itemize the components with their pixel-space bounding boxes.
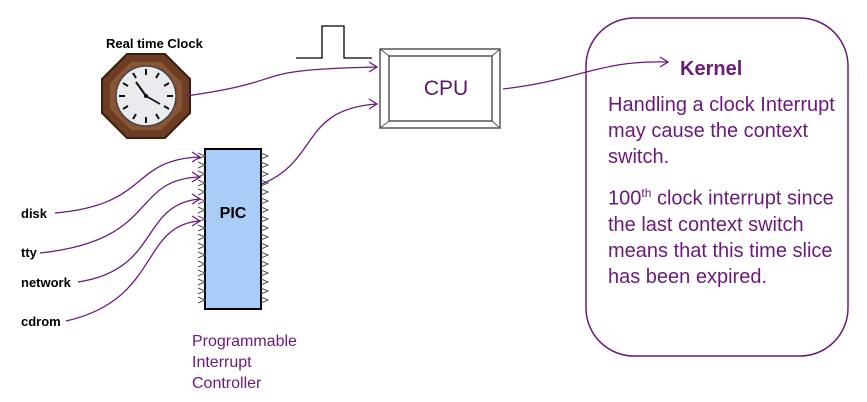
pic-pin (197, 260, 207, 268)
pic-pin (197, 251, 207, 259)
pic-pin (260, 215, 270, 223)
pic-caption-line-2: Interrupt (192, 354, 252, 371)
pic-label: PIC (219, 205, 247, 222)
arrowhead-kernel (659, 56, 670, 68)
clock-icon (101, 53, 191, 139)
disk-to-pic-line (54, 156, 200, 214)
pic-pin (260, 206, 270, 214)
arrowhead-pic-network (191, 193, 202, 205)
pic-pin (197, 170, 207, 178)
pic-pin (260, 152, 270, 160)
arrowhead-pic-disk (191, 151, 202, 163)
tty-to-pic-line (39, 176, 200, 254)
device-label-cdrom: cdrom (21, 314, 61, 329)
pic-pin (260, 287, 270, 295)
pic-pin (197, 287, 207, 295)
pic-pin (260, 242, 270, 250)
pic-pin (197, 233, 207, 241)
pic-pin (260, 251, 270, 259)
cpu-box (379, 48, 501, 129)
kernel-paragraph-2-prefix: 100 (608, 187, 642, 210)
pic-pin (197, 161, 207, 169)
pic-pin (197, 206, 207, 214)
pic-pin (260, 161, 270, 169)
cpu-label: CPU (423, 77, 469, 100)
pic-pin (197, 152, 207, 160)
pic-pin (197, 278, 207, 286)
pic-pin (260, 188, 270, 196)
pic-pin (260, 233, 270, 241)
arrowhead-cpu-clock (368, 61, 379, 73)
pic-pin (260, 224, 270, 232)
pic-pin (260, 197, 270, 205)
pic-pin (260, 296, 270, 304)
cpu-to-kernel-line (502, 61, 668, 90)
pic-pin (260, 269, 270, 277)
pic-caption: Programmable Interrupt Controller (192, 331, 352, 394)
pic-box (197, 148, 270, 310)
kernel-paragraph-2: 100th clock interrupt since the last con… (608, 180, 848, 290)
pic-pin (260, 278, 270, 286)
device-label-disk: disk (21, 206, 48, 221)
pic-pin (260, 179, 270, 187)
clock-to-cpu-line (185, 66, 377, 97)
pic-to-cpu-line (261, 103, 377, 185)
pic-pin (197, 269, 207, 277)
pic-pin (197, 224, 207, 232)
cdrom-to-pic-line (65, 220, 200, 322)
clock-pulse (296, 25, 372, 59)
kernel-title: Kernel (680, 58, 743, 80)
pic-caption-line-1: Programmable (192, 333, 297, 350)
pic-pin (260, 260, 270, 268)
pic-caption-line-3: Controller (192, 375, 262, 392)
arrowhead-pic-tty (191, 171, 202, 183)
arrowhead-pic-cdrom (191, 215, 202, 227)
pic-pin (197, 179, 207, 187)
device-label-tty: tty (21, 245, 37, 260)
kernel-paragraph-2-sup: th (641, 186, 652, 200)
pic-pin (197, 296, 207, 304)
pic-pin (197, 242, 207, 250)
network-to-pic-line (77, 198, 200, 283)
kernel-paragraph-2-rest: clock interrupt since the last context s… (608, 187, 834, 288)
kernel-paragraph-1: Handling a clock Interrupt may cause the… (608, 94, 835, 168)
clock-label: Real time Clock (106, 36, 203, 51)
arrowhead-cpu-pic (368, 98, 379, 110)
kernel-box (585, 17, 849, 357)
pic-pin (197, 188, 207, 196)
device-label-network: network (21, 275, 71, 290)
pic-pin (260, 170, 270, 178)
kernel-text: Handling a clock Interrupt may cause the… (608, 92, 848, 300)
